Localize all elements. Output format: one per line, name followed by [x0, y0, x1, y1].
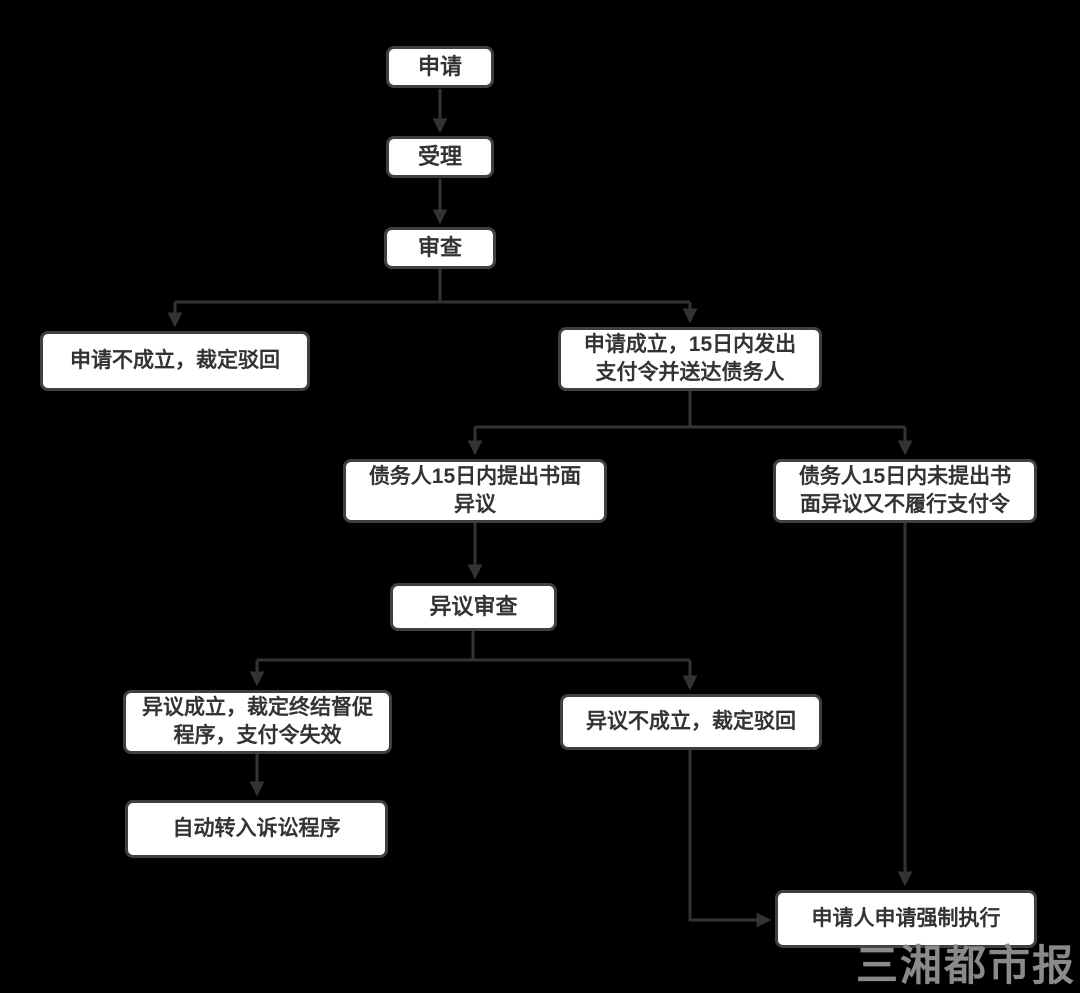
node-established: 申请成立，15日内发出 支付令并送达债务人 — [558, 327, 822, 391]
node-enforcement: 申请人申请强制执行 — [775, 890, 1037, 948]
node-no-objection: 债务人15日内未提出书 面异议又不履行支付令 — [773, 459, 1037, 523]
node-apply-label: 申请 — [417, 54, 462, 80]
node-litigation-label: 自动转入诉讼程序 — [172, 816, 341, 840]
node-objection-rejected-label: 异议不成立，裁定驳回 — [586, 709, 796, 733]
node-objection-raised: 债务人15日内提出书面 异议 — [343, 459, 607, 523]
node-enforcement-label: 申请人申请强制执行 — [811, 906, 1001, 930]
node-review: 审查 — [384, 227, 496, 269]
node-no-objection-label: 债务人15日内未提出书 面异议又不履行支付令 — [798, 464, 1012, 516]
node-objection-rejected: 异议不成立，裁定驳回 — [560, 694, 822, 750]
node-established-label: 申请成立，15日内发出 支付令并送达债务人 — [583, 332, 797, 384]
node-rejected: 申请不成立，裁定驳回 — [40, 331, 310, 391]
edge-established-split — [475, 391, 905, 429]
node-litigation: 自动转入诉讼程序 — [125, 800, 388, 858]
edge-objection-rejected-enforcement — [688, 750, 772, 928]
node-accept-label: 受理 — [417, 144, 462, 170]
node-objection-review: 异议审查 — [390, 583, 557, 631]
node-rejected-label: 申请不成立，裁定驳回 — [70, 348, 280, 372]
node-accept: 受理 — [386, 136, 494, 178]
node-objection-raised-label: 债务人15日内提出书面 异议 — [368, 464, 582, 516]
node-objection-upheld: 异议成立，裁定终结督促 程序，支付令失效 — [123, 690, 392, 754]
edge-review-split — [175, 269, 690, 304]
node-apply: 申请 — [386, 46, 494, 88]
watermark: 三湘都市报 — [855, 942, 1076, 989]
node-review-label: 审查 — [417, 235, 462, 261]
node-objection-upheld-label: 异议成立，裁定终结督促 程序，支付令失效 — [142, 695, 373, 747]
edge-objection-review-split — [257, 631, 690, 662]
node-objection-review-label: 异议审查 — [429, 594, 518, 620]
